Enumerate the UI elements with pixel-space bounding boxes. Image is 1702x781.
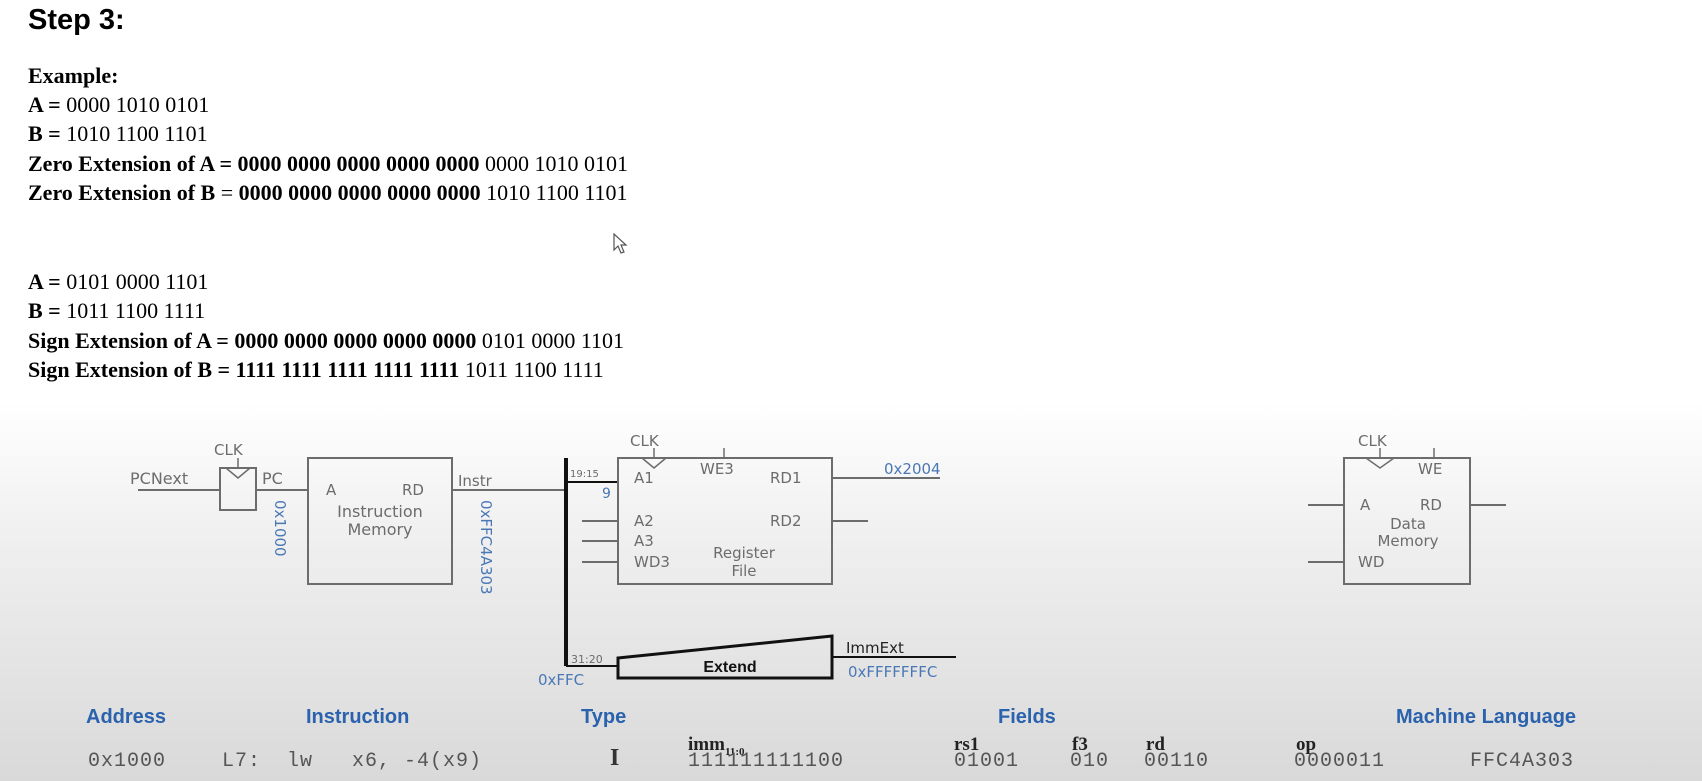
table-header-instruction: Instruction [306, 706, 410, 728]
table-header-type: Type [581, 706, 627, 728]
rf-a1-label: A1 [634, 469, 654, 487]
sext-b-label: Sign Extension of B = 1111 1111 1111 111… [28, 357, 460, 382]
zero-b-value: 1010 1100 1101 [60, 121, 208, 146]
row-machine: FFC4A303 [1470, 750, 1575, 773]
field-header-imm-sub: 11:0 [724, 745, 745, 758]
bits-19-15-label: 19:15 [570, 469, 599, 480]
pcnext-label: PCNext [130, 469, 188, 488]
example-label: Example: [28, 63, 119, 88]
sext-a-line: Sign Extension of A = 0000 0000 0000 000… [28, 327, 624, 355]
zext-b-line: Zero Extension of B = 0000 0000 0000 000… [28, 179, 628, 207]
instruction-memory-block [307, 457, 453, 585]
zext-b-value: 1010 1100 1101 [480, 180, 628, 205]
rf-a2-label: A2 [634, 512, 654, 530]
dm-clock-edge [1365, 457, 1395, 469]
step-title: Step 3: [28, 4, 125, 36]
zero-b-label: B = [28, 121, 61, 146]
sign-a-value: 0101 0000 1101 [60, 269, 209, 294]
row-op: 0000011 [1294, 750, 1386, 773]
field-header-imm-text: imm [688, 734, 725, 755]
zext-b-label: Zero Extension of B [28, 180, 216, 205]
bits-31-20-label: 31:20 [571, 653, 603, 666]
row-imm: 111111111100 [688, 750, 845, 773]
zext-a-line: Zero Extension of A = 0000 0000 0000 000… [28, 150, 628, 178]
table-header-fields: Fields [998, 706, 1056, 728]
rf-name-line2: File [731, 562, 756, 580]
sext-a-label: Sign Extension of A = 0000 0000 0000 000… [28, 328, 477, 353]
a1-value: 9 [602, 486, 611, 502]
rf-wd3-label: WD3 [634, 553, 670, 571]
immext-label: ImmExt [846, 639, 904, 657]
dm-clk-label: CLK [1358, 432, 1388, 450]
row-f3: 010 [1070, 750, 1110, 773]
instr-value: 0xFFC4A303 [477, 500, 495, 595]
sext-b-line: Sign Extension of B = 1111 1111 1111 111… [28, 356, 604, 384]
dm-name-line1: Data [1390, 515, 1426, 533]
imem-name-line1: Instruction [337, 502, 423, 521]
zext-b-bits: 0000 0000 0000 0000 0000 [238, 180, 481, 205]
sign-a-line: A = 0101 0000 1101 [28, 268, 208, 296]
rf-rd2-label: RD2 [770, 512, 802, 530]
extend-unit [616, 634, 834, 680]
data-memory-block [1343, 457, 1471, 585]
datapath-diagram: CLK PCNext PC 0x1000 A RD Instruction Me… [130, 432, 1506, 689]
row-rd: 00110 [1144, 750, 1210, 773]
sign-b-label: B = [28, 298, 61, 323]
pc-label: PC [262, 469, 283, 488]
table-header-address: Address [86, 706, 167, 728]
rd1-value: 0x2004 [884, 460, 941, 478]
rf-a3-label: A3 [634, 532, 654, 550]
mouse-cursor-icon [613, 233, 628, 254]
dm-we-label: WE [1418, 460, 1442, 478]
zext-b-eq: = [215, 180, 239, 205]
sign-a-label: A = [28, 269, 61, 294]
dm-a-label: A [1360, 496, 1371, 514]
field-header-op: op [1296, 734, 1317, 755]
rf-name-line1: Register [713, 544, 776, 562]
rf-rd1-label: RD1 [770, 469, 802, 487]
zero-a-label: A = [28, 92, 61, 117]
field-header-rs1: rs1 [954, 734, 980, 755]
sext-a-value: 0101 0000 1101 [476, 328, 625, 353]
instr-label: Instr [458, 472, 493, 490]
zero-a-line: A = 0000 1010 0101 [28, 91, 209, 119]
rf-clock-edge [641, 457, 667, 469]
sign-b-value: 1011 1100 1111 [60, 298, 206, 323]
extend-label: Extend [703, 659, 756, 676]
table-header-machine: Machine Language [1396, 706, 1577, 728]
zero-b-line: B = 1010 1100 1101 [28, 120, 208, 148]
dm-wd-label: WD [1358, 553, 1384, 571]
field-header-rd: rd [1146, 734, 1165, 755]
dm-rd-label: RD [1420, 496, 1442, 514]
extend-input-value: 0xFFC [538, 671, 584, 689]
dm-name-line2: Memory [1377, 532, 1438, 550]
pc-value: 0x1000 [271, 500, 289, 557]
row-instruction: L7: lw x6, -4(x9) [222, 750, 483, 773]
pc-register [219, 458, 257, 511]
row-rs1: 01001 [954, 750, 1020, 773]
zext-a-value: 0000 1010 0101 [479, 151, 629, 176]
field-header-imm: imm11:0 [688, 734, 745, 758]
field-header-f3: f3 [1072, 734, 1088, 755]
rf-clk-label: CLK [630, 432, 660, 450]
pc-clk-label: CLK [214, 441, 244, 459]
row-type: I [610, 745, 620, 771]
imem-name-line2: Memory [347, 520, 412, 539]
sign-b-line: B = 1011 1100 1111 [28, 297, 205, 325]
immext-value: 0xFFFFFFFC [848, 663, 937, 681]
imem-rd-label: RD [402, 481, 424, 499]
imem-a-label: A [326, 481, 337, 499]
zext-a-label: Zero Extension of A = 0000 0000 0000 000… [28, 151, 480, 176]
diagram-background [0, 400, 1702, 781]
rf-we3-label: WE3 [700, 460, 734, 478]
row-address: 0x1000 [88, 750, 167, 773]
sext-b-value: 1011 1100 1111 [459, 357, 604, 382]
zero-a-value: 0000 1010 0101 [60, 92, 210, 117]
